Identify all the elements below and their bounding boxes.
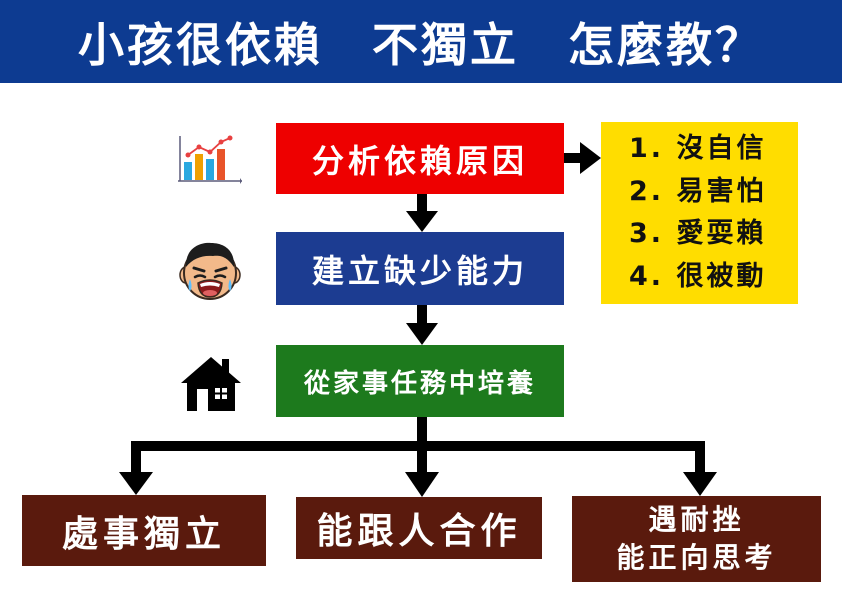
arrowhead-outcome-left [119,472,153,495]
step-analyze-label: 分析依賴原因 [311,141,528,180]
arrowhead-outcome-right [683,472,717,496]
arrowhead-train [406,323,438,345]
step-build-box: 建立缺少能力 [276,232,564,305]
reason-item: 2. 易害怕 [629,175,767,207]
connector-analyze-reasons [564,153,581,163]
step-analyze-box: 分析依賴原因 [276,123,564,194]
outcome-cooperate-label: 能跟人合作 [316,511,522,552]
arrowhead-outcome-middle [405,472,439,497]
outcome-resilient-line2: 能正向思考 [616,541,777,574]
arrowhead-reasons [580,142,601,174]
connector-outcome-right [695,441,705,474]
step-train-label: 從家事任務中培養 [303,368,536,399]
outcome-independent-box: 處事獨立 [22,495,266,566]
bar-chart-icon [178,135,242,184]
page-title: 小孩很依賴 不獨立 怎麼教？ [0,0,842,83]
connector-build-train [417,305,427,324]
arrowhead-build [406,211,438,232]
connector-analyze-build [417,194,427,212]
connector-horizontal [131,441,705,451]
step-train-box: 從家事任務中培養 [276,345,564,417]
reasons-list: 1. 沒自信 2. 易害怕 3. 愛耍賴 4. 很被動 [629,128,798,298]
house-icon [181,357,241,411]
outcome-resilient-box: 遇耐挫 能正向思考 [572,496,821,582]
outcome-resilient-line1: 遇耐挫 [648,503,745,536]
connector-outcome-left [131,441,141,474]
outcome-independent-label: 處事獨立 [61,513,226,555]
crying-face-icon [179,242,241,300]
outcome-cooperate-box: 能跟人合作 [296,497,542,559]
reason-item: 4. 很被動 [629,260,767,292]
reason-item: 3. 愛耍賴 [629,218,767,249]
reason-item: 1. 沒自信 [629,133,767,164]
reasons-box: 1. 沒自信 2. 易害怕 3. 愛耍賴 4. 很被動 [601,122,798,304]
step-build-label: 建立缺少能力 [311,251,528,290]
